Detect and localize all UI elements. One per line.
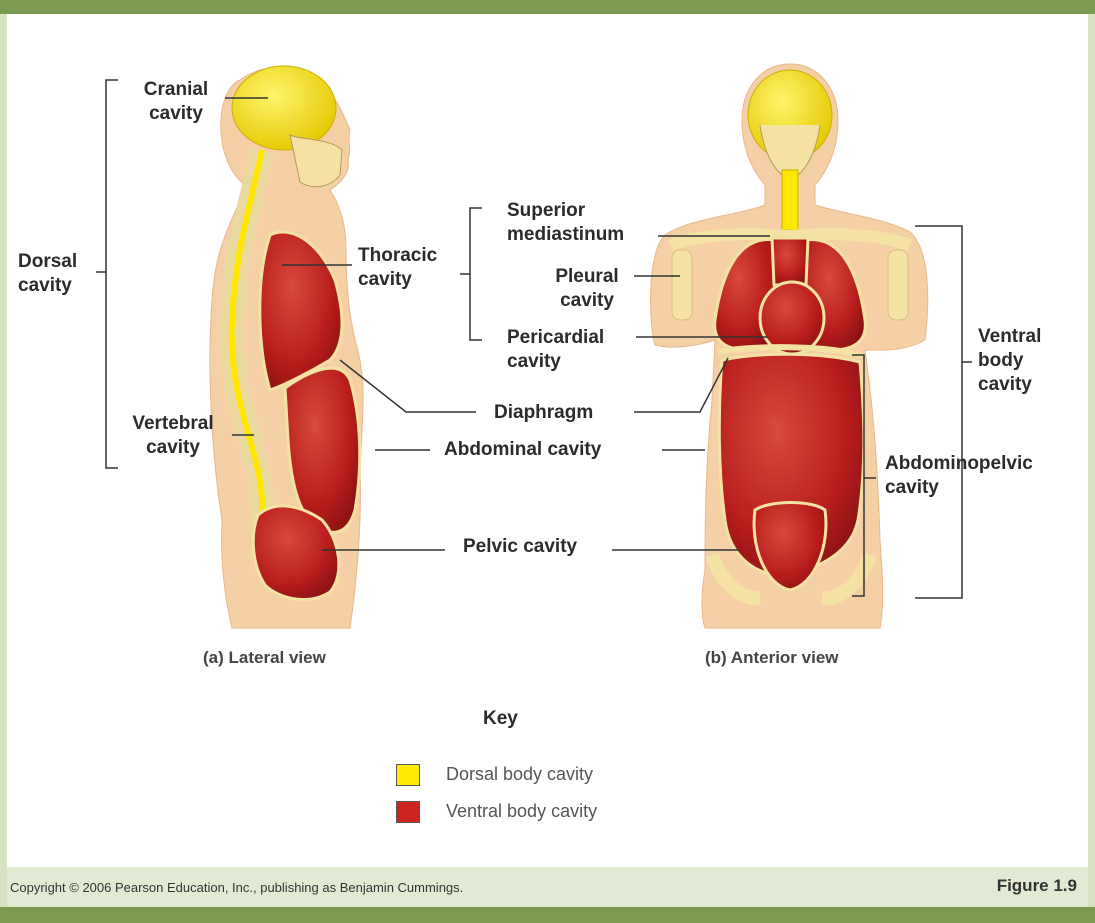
lateral-view-caption: (a) Lateral view xyxy=(203,648,326,668)
anterior-view-caption: (b) Anterior view xyxy=(705,648,839,668)
anterior-arm-bone-left xyxy=(672,250,692,320)
pelvic-cavity-label: Pelvic cavity xyxy=(463,535,577,559)
anterior-view-figure xyxy=(651,64,928,628)
cranial-cavity-label: Cranial cavity xyxy=(134,78,218,126)
ventral-body-cavity-label: Ventral body cavity xyxy=(978,325,1041,397)
anterior-arm-bone-right xyxy=(888,250,908,320)
lateral-cranial-cavity xyxy=(232,66,336,150)
dorsal-bracket xyxy=(106,80,118,468)
anterior-cervical-spine xyxy=(782,170,798,230)
thoracic-cavity-label: Thoracic cavity xyxy=(358,244,437,292)
ventral-key-swatch xyxy=(396,801,420,823)
abdominopelvic-cavity-label: Abdominopelvic cavity xyxy=(885,452,1033,500)
copyright-text: Copyright © 2006 Pearson Education, Inc.… xyxy=(10,880,463,895)
pleural-cavity-label: Pleural cavity xyxy=(542,265,632,313)
vertebral-cavity-label: Vertebral cavity xyxy=(118,412,228,460)
abdominal-cavity-label: Abdominal cavity xyxy=(444,438,601,462)
dorsal-key-label: Dorsal body cavity xyxy=(446,764,593,785)
lateral-view-figure xyxy=(210,66,363,628)
ventral-key-label: Ventral body cavity xyxy=(446,801,597,822)
key-title: Key xyxy=(483,708,518,730)
superior-mediastinum-label: Superior mediastinum xyxy=(507,199,624,247)
dorsal-cavity-label: Dorsal cavity xyxy=(18,250,77,298)
anterior-pericardial-cavity xyxy=(760,282,824,354)
figure-number: Figure 1.9 xyxy=(997,876,1077,896)
thoracic-bracket xyxy=(470,208,482,340)
anterior-superior-mediastinum xyxy=(772,238,808,285)
bottom-border xyxy=(0,907,1095,923)
pericardial-cavity-label: Pericardial cavity xyxy=(507,326,604,374)
dorsal-key-swatch xyxy=(396,764,420,786)
diaphragm-label: Diaphragm xyxy=(494,401,593,425)
